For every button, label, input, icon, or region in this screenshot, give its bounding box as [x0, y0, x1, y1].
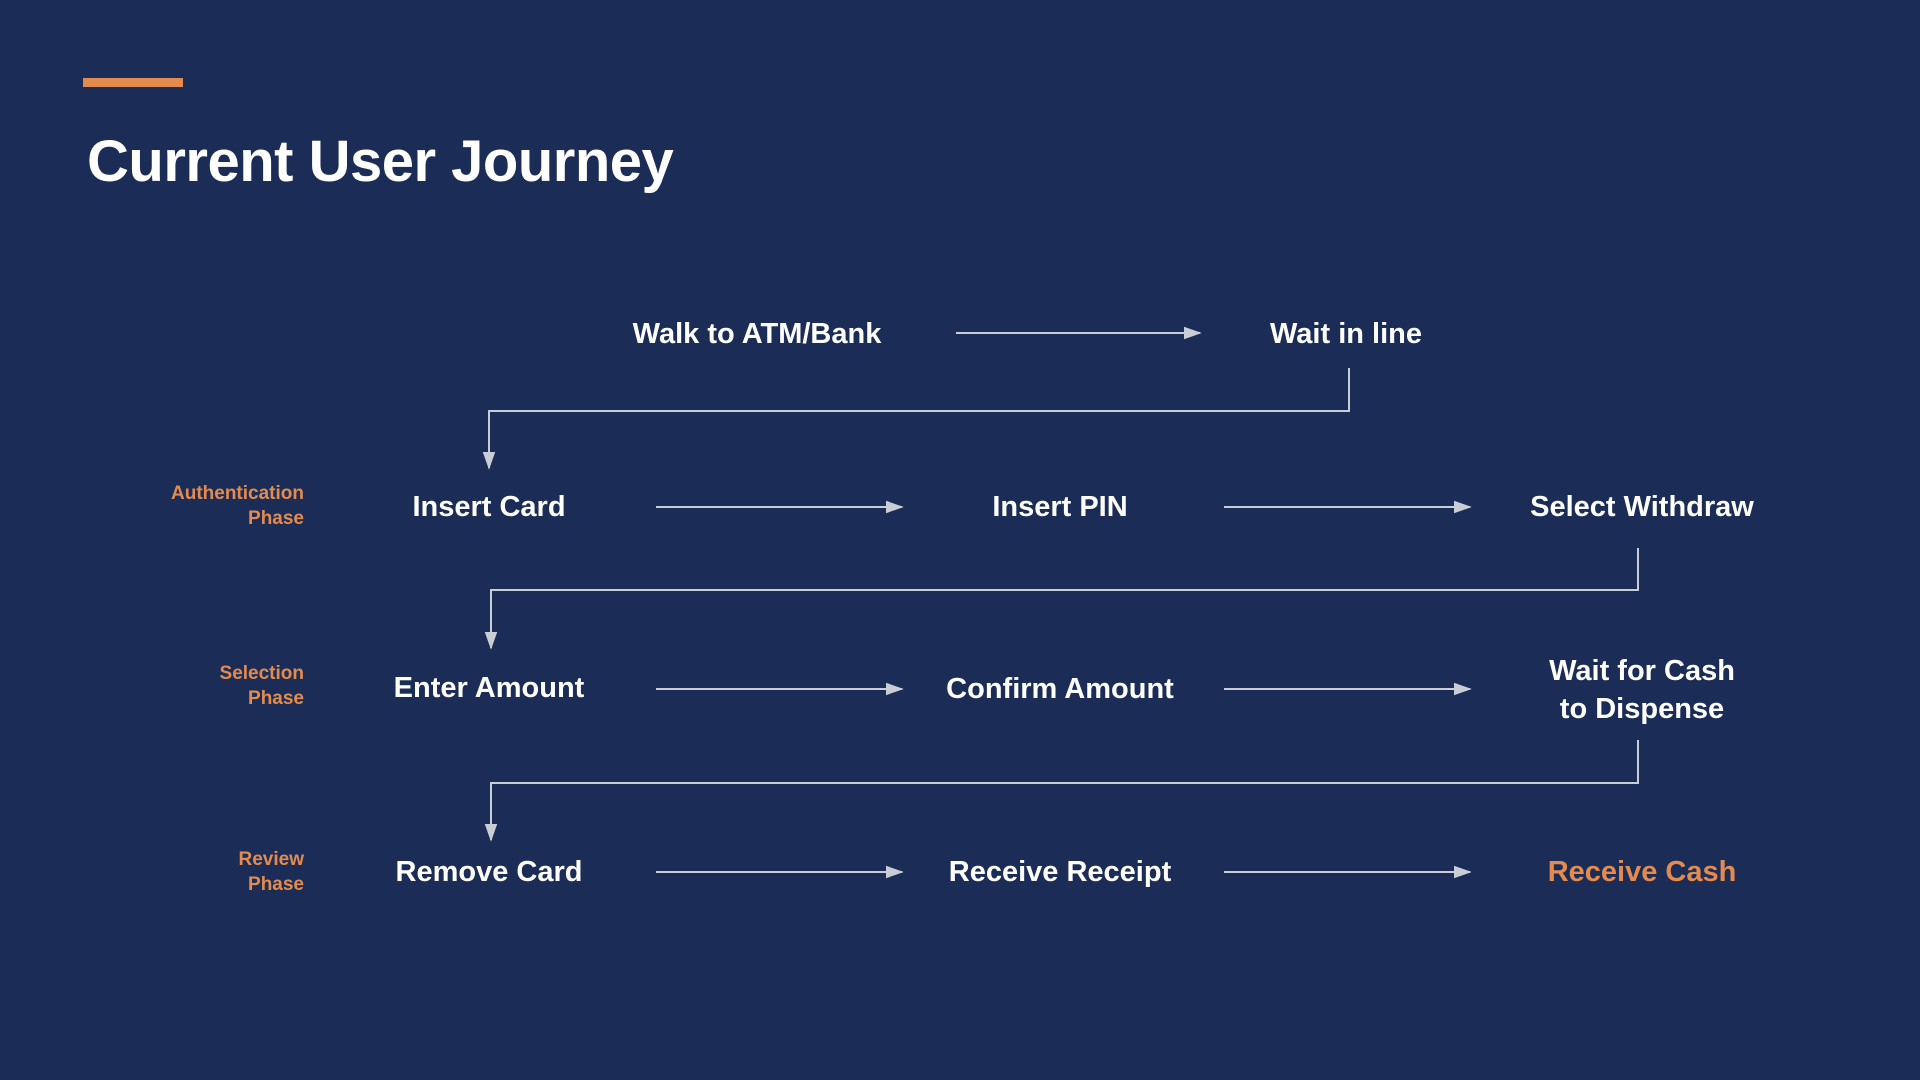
step-receive-cash: Receive Cash — [1547, 856, 1737, 888]
step-walk-to-atm: Walk to ATM/Bank — [632, 318, 882, 350]
step-wait-for-cash: Wait for Cash to Dispense — [1549, 652, 1735, 728]
connector-wait-to-insert-card — [482, 368, 1350, 470]
connector-wait-cash-to-remove — [484, 740, 1639, 842]
step-insert-pin: Insert PIN — [992, 491, 1128, 523]
step-insert-card: Insert Card — [412, 491, 566, 523]
step-wait-for-cash-line1: Wait for Cash — [1549, 655, 1735, 687]
step-select-withdraw: Select Withdraw — [1530, 491, 1754, 523]
step-receive-receipt: Receive Receipt — [948, 856, 1172, 888]
accent-bar — [83, 78, 183, 87]
step-wait-in-line: Wait in line — [1270, 318, 1422, 350]
step-enter-amount: Enter Amount — [393, 672, 585, 704]
step-wait-for-cash-line2: to Dispense — [1559, 693, 1725, 725]
page-title: Current User Journey — [87, 129, 674, 194]
connector-withdraw-to-amount — [484, 548, 1639, 650]
step-confirm-amount: Confirm Amount — [946, 673, 1174, 705]
step-remove-card: Remove Card — [395, 856, 583, 888]
